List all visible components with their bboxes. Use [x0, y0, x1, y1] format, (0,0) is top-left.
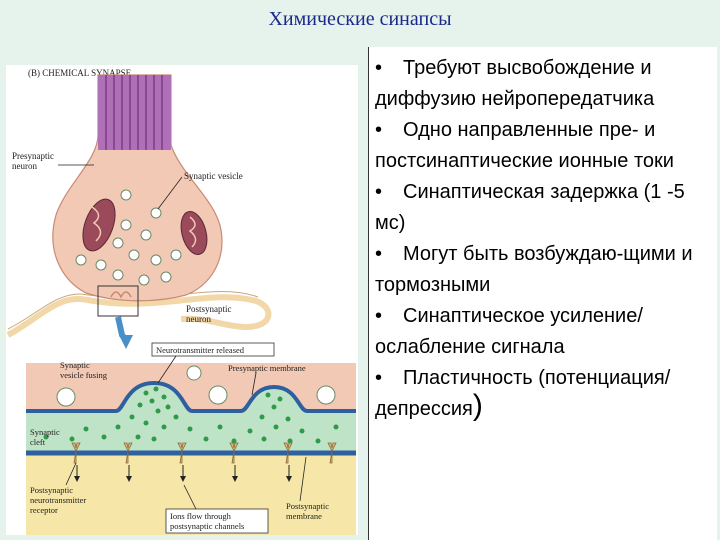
synapse-diagram: (B) CHEMICAL SYNAPSE — [6, 65, 358, 535]
closing-paren: ) — [473, 389, 483, 422]
bullet-text: Синаптическое усиление/ослабление сигнал… — [375, 305, 643, 358]
bullet-item: •Требуют высвобождение и диффузию нейроп… — [375, 53, 717, 115]
bullet-text: Могут быть возбуждаю-щими и тормозными — [375, 243, 693, 296]
label-presynaptic-neuron-2: neuron — [12, 161, 37, 171]
bullet-dot: • — [375, 115, 403, 146]
label-synaptic-cleft-1: Synaptic — [30, 427, 60, 437]
label-postsynaptic-membrane-1: Postsynaptic — [286, 501, 329, 511]
bullet-item: •Синаптическое усиление/ослабление сигна… — [375, 301, 717, 363]
bullet-dot: • — [375, 301, 403, 332]
label-vesicle-fusing-1: Synaptic — [60, 360, 90, 370]
bullet-panel: •Требуют высвобождение и диффузию нейроп… — [368, 47, 717, 540]
bullet-text: Пластичность (потенциация/депрессия — [375, 367, 670, 420]
bullet-dot: • — [375, 53, 403, 84]
slide-title: Химические синапсы — [0, 8, 720, 31]
label-presynaptic-membrane: Presynaptic membrane — [228, 363, 306, 373]
label-postsynaptic-membrane-2: membrane — [286, 511, 322, 521]
synapse-figure: (B) CHEMICAL SYNAPSE — [6, 65, 358, 535]
label-presynaptic-neuron-1: Presynaptic — [12, 151, 54, 161]
bullet-item: •Синаптическая задержка (1 -5 мс) — [375, 177, 717, 239]
zoom-arrow-head — [119, 335, 133, 349]
label-receptor-3: receptor — [30, 505, 58, 515]
bullet-text: Синаптическая задержка (1 -5 мс) — [375, 181, 685, 234]
label-ions-flow-1: Ions flow through — [170, 511, 232, 521]
bullet-dot: • — [375, 239, 403, 270]
label-receptor-2: neurotransmitter — [30, 495, 86, 505]
label-postsynaptic-neuron-1: Postsynaptic — [186, 304, 232, 314]
bullet-item: •Пластичность (потенциация/депрессия) — [375, 363, 717, 425]
label-synaptic-vesicle: Synaptic vesicle — [184, 171, 243, 181]
presynaptic-axon — [98, 75, 171, 150]
label-postsynaptic-neuron-2: neuron — [186, 314, 211, 324]
bullet-item: •Могут быть возбуждаю-щими и тормозными — [375, 239, 717, 301]
label-synaptic-cleft-2: cleft — [30, 437, 46, 447]
bullet-text: Требуют высвобождение и диффузию нейропе… — [375, 57, 654, 110]
bullet-item: •Одно направленные пре- и постсинаптичес… — [375, 115, 717, 177]
bullet-list: •Требуют высвобождение и диффузию нейроп… — [369, 47, 717, 425]
label-vesicle-fusing-2: vesicle fusing — [60, 370, 108, 380]
bullet-dot: • — [375, 177, 403, 208]
bullet-text: Одно направленные пре- и постсинаптическ… — [375, 119, 674, 172]
label-ions-flow-2: postsynaptic channels — [170, 521, 244, 531]
label-neurotransmitter-released: Neurotransmitter released — [156, 345, 245, 355]
bullet-dot: • — [375, 363, 403, 394]
label-receptor-1: Postsynaptic — [30, 485, 73, 495]
